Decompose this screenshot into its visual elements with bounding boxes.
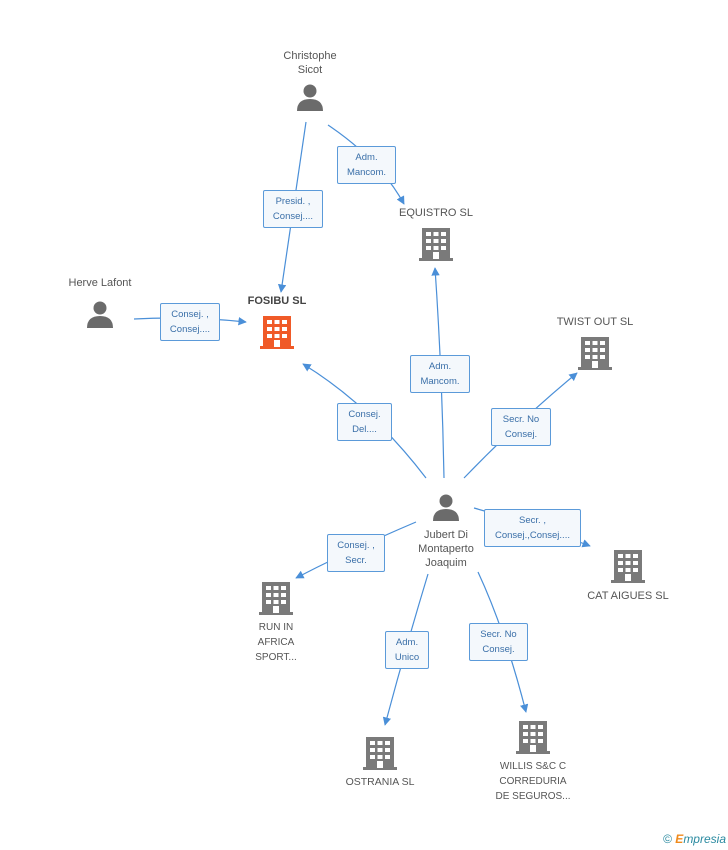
node-ostrania-sl[interactable]: OSTRANIA SL bbox=[331, 735, 429, 789]
node-equistro-sl[interactable]: EQUISTRO SL bbox=[386, 206, 486, 262]
node-name-line: WILLIS S&C C bbox=[499, 761, 567, 772]
edge-label-line: Adm. bbox=[355, 152, 378, 163]
node-herve-lafont[interactable]: Herve Lafont bbox=[54, 276, 146, 329]
brand-logo-initial: E bbox=[675, 832, 684, 846]
node-name-line: Joaquim bbox=[425, 557, 467, 569]
node-jubert-di-montaperto[interactable]: Jubert Di Montaperto Joaquim bbox=[400, 492, 492, 570]
node-name: CAT AIGUES SL bbox=[576, 589, 680, 603]
edge-label-jubert-run[interactable]: Consej. , Secr. bbox=[327, 534, 385, 572]
node-name-line: Herve Lafont bbox=[68, 277, 132, 289]
edge-label-jubert-ostrania[interactable]: Adm. Unico bbox=[385, 631, 429, 669]
node-twist-out-sl[interactable]: TWIST OUT SL bbox=[545, 315, 645, 371]
node-name: FOSIBU SL bbox=[227, 294, 327, 308]
node-name-line: DE SEGUROS... bbox=[495, 791, 571, 802]
edge-label-line: Secr. , bbox=[519, 515, 546, 526]
edge-label-line: Consej. , bbox=[171, 309, 209, 320]
edge-label-jubert-twist[interactable]: Secr. No Consej. bbox=[491, 408, 551, 446]
node-name-line: Montaperto bbox=[418, 543, 474, 555]
edge-label-line: Secr. No bbox=[502, 414, 540, 425]
node-name-line: CORREDURIA bbox=[499, 776, 567, 787]
node-name-line: Sicot bbox=[297, 64, 323, 76]
edge-label-line: Consej.... bbox=[272, 211, 314, 222]
node-name-line: EQUISTRO SL bbox=[399, 207, 473, 219]
node-name-line: CAT AIGUES SL bbox=[587, 590, 669, 602]
node-name: Jubert Di Montaperto Joaquim bbox=[400, 528, 492, 570]
node-name-line: OSTRANIA SL bbox=[345, 776, 415, 788]
node-name-line: TWIST OUT SL bbox=[556, 316, 634, 328]
node-name-line: Jubert Di bbox=[423, 529, 469, 541]
edge-label-jubert-cat[interactable]: Secr. , Consej.,Consej.... bbox=[484, 509, 581, 547]
edge-label-line: Mancom. bbox=[420, 376, 460, 387]
building-icon bbox=[419, 228, 453, 261]
building-icon bbox=[516, 721, 550, 754]
edge-label-line: Adm. bbox=[395, 637, 419, 648]
building-icon bbox=[259, 582, 293, 615]
node-name: EQUISTRO SL bbox=[386, 206, 486, 220]
node-fosibu-sl[interactable]: FOSIBU SL bbox=[227, 294, 327, 350]
edge-label-line: Secr. No bbox=[480, 629, 517, 640]
person-icon bbox=[87, 301, 113, 328]
copyright-icon: © bbox=[663, 832, 672, 846]
edge-label-line: Unico bbox=[394, 652, 420, 663]
edge-label-line: Consej.... bbox=[169, 324, 211, 335]
edge-label-line: Consej. bbox=[348, 409, 381, 420]
node-name-line: FOSIBU SL bbox=[247, 295, 307, 307]
edge-label-line: Consej.,Consej.... bbox=[495, 530, 570, 541]
edge-label-line: Consej. bbox=[482, 644, 515, 655]
node-willis-sc[interactable]: WILLIS S&C C CORREDURIA DE SEGUROS... bbox=[480, 719, 586, 804]
edge-label-herve-fosibu[interactable]: Consej. , Consej.... bbox=[160, 303, 220, 341]
person-icon bbox=[433, 494, 459, 521]
edge-label-line: Del.... bbox=[352, 424, 377, 435]
brand-logo-text: mpresia bbox=[683, 832, 726, 846]
node-cat-aigues-sl[interactable]: CAT AIGUES SL bbox=[576, 548, 680, 603]
node-name-line: SPORT... bbox=[255, 652, 297, 663]
node-christophe-sicot[interactable]: Christophe Sicot bbox=[262, 49, 358, 112]
edge-label-line: Adm. bbox=[428, 361, 452, 372]
edge-label-jubert-fosibu[interactable]: Consej. Del.... bbox=[337, 403, 392, 441]
edge-label-jubert-equistro[interactable]: Adm. Mancom. bbox=[410, 355, 470, 393]
edge-label-jubert-willis[interactable]: Secr. No Consej. bbox=[469, 623, 528, 661]
node-name: Christophe Sicot bbox=[262, 49, 358, 77]
building-icon bbox=[363, 737, 397, 770]
node-name: RUN IN AFRICA SPORT... bbox=[238, 620, 314, 665]
edge-label-christophe-equistro[interactable]: Adm. Mancom. bbox=[337, 146, 396, 184]
building-icon bbox=[611, 550, 645, 583]
edge-label-line: Consej. , bbox=[337, 540, 375, 551]
edge-label-christophe-fosibu[interactable]: Presid. , Consej.... bbox=[263, 190, 323, 228]
footer-copyright: © Empresia bbox=[663, 832, 726, 846]
edge-label-line: Presid. , bbox=[275, 196, 311, 207]
node-name-line: AFRICA bbox=[257, 637, 295, 648]
building-icon bbox=[260, 316, 294, 349]
edge-label-line: Consej. bbox=[504, 429, 538, 440]
node-name: TWIST OUT SL bbox=[545, 315, 645, 329]
edge-label-line: Secr. bbox=[345, 555, 367, 566]
node-name-line: RUN IN bbox=[258, 622, 294, 633]
building-icon bbox=[578, 337, 612, 370]
node-name: OSTRANIA SL bbox=[331, 775, 429, 789]
node-run-in-africa[interactable]: RUN IN AFRICA SPORT... bbox=[238, 580, 314, 665]
node-name: WILLIS S&C C CORREDURIA DE SEGUROS... bbox=[480, 759, 586, 804]
edge-label-line: Mancom. bbox=[346, 167, 387, 178]
node-name-line: Christophe bbox=[283, 50, 337, 62]
node-name: Herve Lafont bbox=[54, 276, 146, 290]
person-icon bbox=[297, 84, 323, 111]
